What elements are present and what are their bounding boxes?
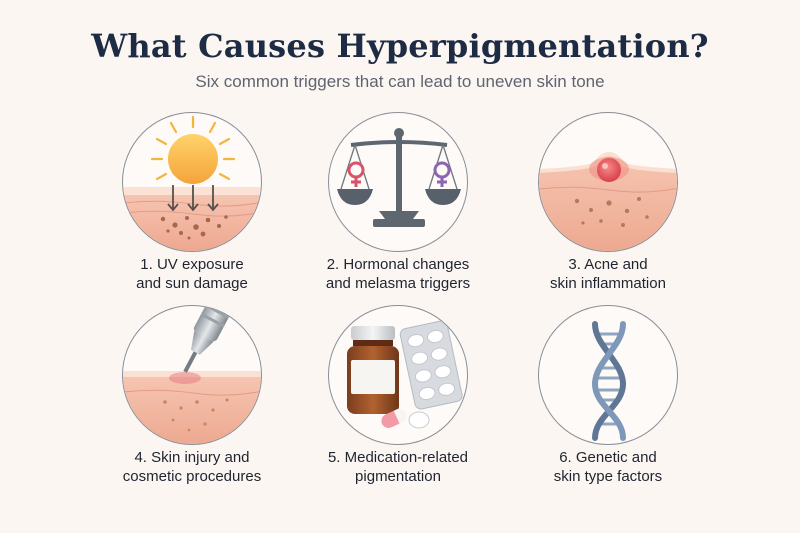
cause-label-line: cosmetic procedures [122,468,262,485]
cause-label-line: skin inflammation [550,275,666,292]
sun-uv-skin-icon [122,112,262,252]
cause-label-injury: 4. Skin injury and cosmetic procedures [72,448,312,486]
cause-label-genetic: 6. Genetic and skin type factors [488,448,728,486]
cause-card-acne: 3. Acne and skin inflammation [488,112,728,312]
cause-label-line: 4. Skin injury and [134,449,250,466]
cause-card-medication: 5. Medication-related pigmentation [278,305,518,505]
cause-card-uv: 1. UV exposure and sun damage [72,112,312,312]
medication-pills-icon [328,305,468,445]
cause-card-genetic: 6. Genetic and skin type factors [488,305,728,505]
cause-label-uv: 1. UV exposure and sun damage [72,255,312,293]
cause-label-line: and sun damage [136,275,248,292]
cause-label-medication: 5. Medication-related pigmentation [278,448,518,486]
hormone-balance-scale-icon [328,112,468,252]
cause-label-line: 3. Acne and [568,256,648,273]
cause-label-line: 2. Hormonal changes [326,256,470,273]
cause-label-line: 5. Medication-related [327,449,469,466]
cause-label-line: 1. UV exposure [140,256,244,273]
microneedle-skin-injury-icon [122,305,262,445]
dna-helix-icon [538,305,678,445]
cause-label-line: and melasma triggers [325,275,471,292]
cause-label-acne: 3. Acne and skin inflammation [488,255,728,293]
page-title: What Causes Hyperpigmentation? [91,27,709,65]
cause-label-hormonal: 2. Hormonal changes and melasma triggers [278,255,518,293]
acne-inflamed-skin-icon [538,112,678,252]
cause-label-line: skin type factors [553,468,663,485]
cause-card-hormonal: 2. Hormonal changes and melasma triggers [278,112,518,312]
page-subtitle: Six common triggers that can lead to une… [195,72,605,91]
cause-label-line: 6. Genetic and [559,449,657,466]
cause-card-injury: 4. Skin injury and cosmetic procedures [72,305,312,505]
cause-label-line: pigmentation [355,468,441,485]
